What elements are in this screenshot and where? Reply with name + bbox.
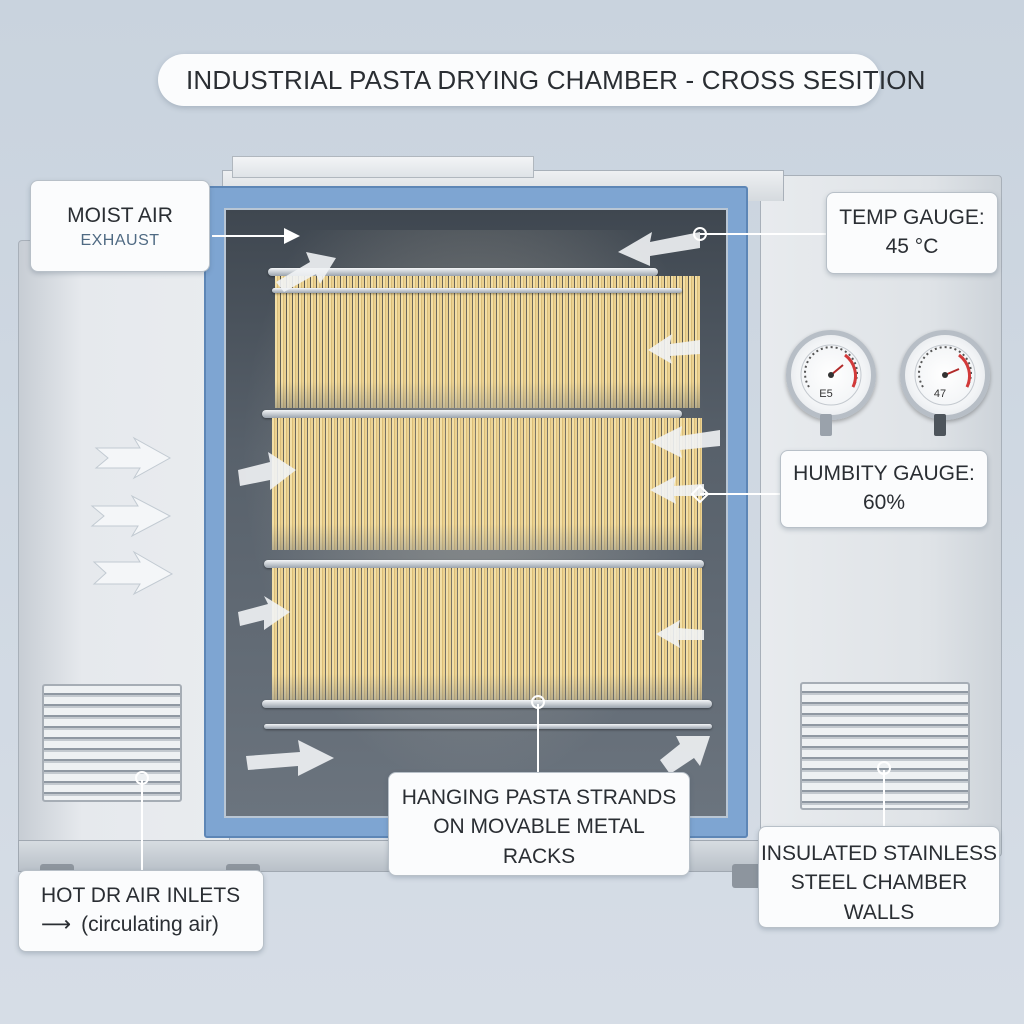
callout-line: 45 °C bbox=[885, 235, 939, 259]
moist-air-exhaust-callout: MOIST AIR EXHAUST bbox=[30, 180, 210, 272]
gauge-stem bbox=[934, 414, 946, 436]
metal-rack bbox=[264, 560, 704, 568]
hot-air-inlets-callout: HOT DR AIR INLETS ⟶ (circulating air) bbox=[18, 870, 264, 952]
page-title: INDUSTRIAL PASTA DRYING CHAMBER - CROSS … bbox=[186, 64, 926, 95]
callout-line: ON MOVABLE METAL bbox=[433, 815, 645, 839]
metal-rack bbox=[262, 410, 682, 418]
humidity-gauge-label: 47 bbox=[933, 388, 947, 400]
callout-line: STEEL CHAMBER bbox=[790, 871, 968, 895]
callout-line: 60% bbox=[862, 491, 906, 515]
pasta-racks-callout: HANGING PASTA STRANDS ON MOVABLE METAL R… bbox=[388, 772, 690, 876]
metal-rack bbox=[264, 724, 712, 729]
temp-gauge-callout: TEMP GAUGE: 45 °C bbox=[826, 192, 998, 274]
callout-line: HOT DR AIR INLETS bbox=[41, 884, 241, 907]
leader-markers bbox=[135, 227, 891, 785]
pasta-strands bbox=[272, 418, 702, 550]
metal-rack bbox=[268, 268, 658, 276]
airflow-arrow-icon bbox=[238, 232, 720, 776]
humidity-gauge-icon bbox=[900, 330, 990, 420]
inlet-arrow-icon bbox=[90, 436, 174, 596]
insulated-walls-callout: INSULATED STAINLESS STEEL CHAMBER WALLS bbox=[758, 826, 1000, 928]
pasta-strands bbox=[275, 276, 700, 408]
gauge-stem bbox=[820, 414, 832, 436]
callout-line: (circulating air) bbox=[81, 913, 219, 937]
title-bar: INDUSTRIAL PASTA DRYING CHAMBER - CROSS … bbox=[158, 54, 925, 106]
humidity-gauge-callout: HUMBITY GAUGE: 60% bbox=[780, 450, 988, 528]
temperature-gauge-icon bbox=[786, 330, 876, 420]
temperature-gauge-label: E5 bbox=[819, 388, 833, 400]
metal-rack bbox=[272, 288, 682, 293]
callout-line: EXHAUST bbox=[80, 232, 160, 250]
left-vent-grille bbox=[42, 684, 182, 802]
metal-rack bbox=[262, 700, 712, 708]
callout-line: MOIST AIR bbox=[67, 204, 173, 227]
pasta-strands bbox=[272, 568, 702, 700]
arrow-right-icon: ⟶ bbox=[41, 913, 72, 937]
callout-line: HANGING PASTA STRANDS bbox=[401, 786, 677, 809]
callout-line: WALLS bbox=[843, 900, 915, 924]
callout-line-row: ⟶ (circulating air) bbox=[41, 910, 263, 939]
callout-line: RACKS bbox=[502, 844, 576, 868]
callout-line: TEMP GAUGE: bbox=[839, 206, 985, 229]
cabinet-top-lid bbox=[232, 156, 534, 178]
callout-line: HUMBITY GAUGE: bbox=[793, 462, 975, 485]
leader-lines bbox=[141, 228, 885, 872]
callout-line: INSULATED STAINLESS bbox=[760, 842, 998, 865]
